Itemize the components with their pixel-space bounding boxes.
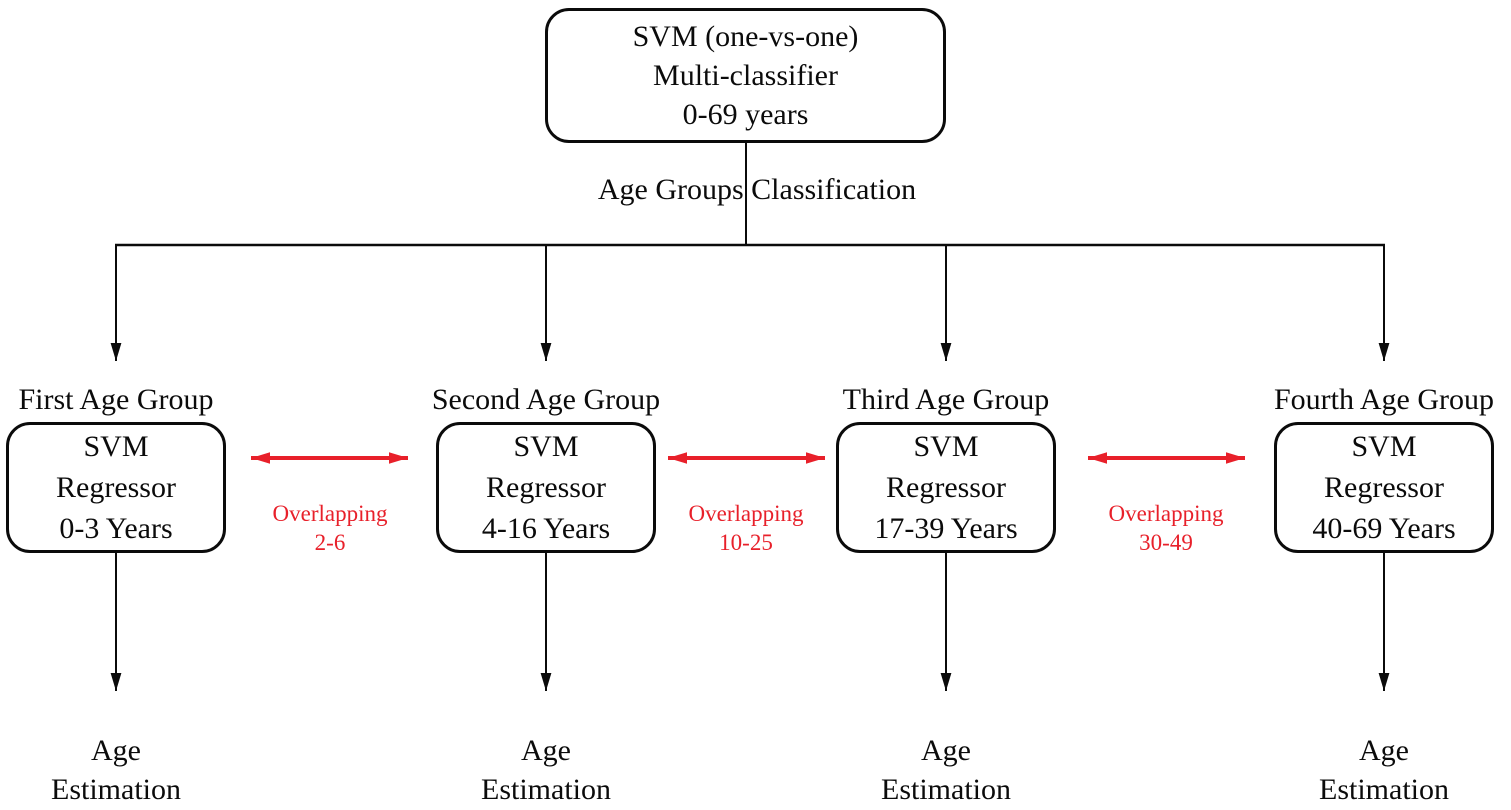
regressor-box-line: 4-16 Years [481,512,611,545]
root-classifier-line: 0-69 years [682,98,809,131]
age-estimation-line: Age [1359,734,1409,767]
root-classifier-box: SVM (one-vs-one) Multi-classifier 0-69 y… [545,8,946,143]
overlap-label-1: Overlapping 2-6 [220,499,440,557]
regressor-box-line: Regressor [486,471,606,504]
regressor-box-line: SVM [83,430,149,463]
root-classifier-line: Multi-classifier [653,59,838,92]
group-label-second: Second Age Group [431,383,661,416]
age-estimation-line: Estimation [1319,773,1449,806]
regressor-box-fourth: SVM Regressor 40-69 Years [1274,422,1494,553]
regressor-box-first: SVM Regressor 0-3 Years [6,422,226,553]
regressor-box-line: Regressor [1324,471,1444,504]
age-estimation-line: Estimation [881,773,1011,806]
regressor-box-line: 17-39 Years [874,512,1018,545]
overlap-label-range: 2-6 [314,530,346,555]
regressor-box-second: SVM Regressor 4-16 Years [436,422,656,553]
overlap-label-range: 30-49 [1139,530,1193,555]
root-classifier-line: SVM (one-vs-one) [632,20,859,53]
age-estimation-line: Age [921,734,971,767]
age-estimation-third: Age Estimation [816,731,1076,809]
regressor-box-line: SVM [513,430,579,463]
age-estimation-line: Age [91,734,141,767]
regressor-box-line: Regressor [886,471,1006,504]
overlap-label-3: Overlapping 30-49 [1056,499,1276,557]
branch-label: Age Groups Classification [597,173,917,206]
overlap-label-range: 10-25 [719,530,773,555]
regressor-box-third: SVM Regressor 17-39 Years [836,422,1056,553]
regressor-box-line: 40-69 Years [1312,512,1456,545]
overlap-label-text: Overlapping [272,501,388,526]
overlap-label-text: Overlapping [688,501,804,526]
group-label-first: First Age Group [18,383,214,416]
age-estimation-line: Estimation [481,773,611,806]
age-estimation-line: Estimation [51,773,181,806]
regressor-box-line: Regressor [56,471,176,504]
regressor-box-line: SVM [1351,430,1417,463]
regressor-box-line: SVM [913,430,979,463]
group-label-third: Third Age Group [842,383,1050,416]
age-estimation-second: Age Estimation [416,731,676,809]
age-estimation-first: Age Estimation [0,731,246,809]
overlap-label-2: Overlapping 10-25 [636,499,856,557]
age-estimation-line: Age [521,734,571,767]
age-estimation-fourth: Age Estimation [1254,731,1511,809]
group-label-fourth: Fourth Age Group [1274,383,1494,416]
regressor-box-line: 0-3 Years [59,512,173,545]
overlap-label-text: Overlapping [1108,501,1224,526]
